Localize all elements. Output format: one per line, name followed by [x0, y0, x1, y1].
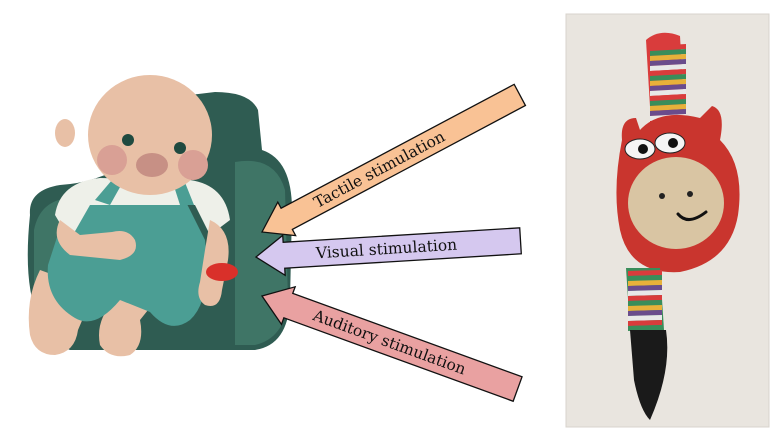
toy-head: [616, 106, 739, 272]
arrows-group: Tactile stimulation Visual stimulation A…: [253, 78, 529, 408]
auditory-arrow: Auditory stimulation: [255, 277, 524, 408]
strap-stripe: [628, 280, 662, 286]
strap-stripe: [628, 285, 662, 291]
strap-stripe: [628, 300, 662, 306]
strap-stripe: [628, 270, 662, 276]
strap-stripe: [628, 320, 662, 326]
strap-stripe: [628, 315, 662, 321]
auditory-arrow-label: Auditory stimulation: [310, 306, 469, 378]
visual-arrow: Visual stimulation: [255, 221, 522, 277]
baby-in-chair-illustration: [28, 75, 292, 356]
tactile-arrow: Tactile stimulation: [253, 78, 529, 249]
strap-stripe: [628, 290, 662, 296]
wrist-bracelet-icon: [206, 263, 238, 281]
strap-stripe: [628, 305, 662, 311]
baby-head: [55, 75, 212, 195]
strap-stripe: [628, 310, 662, 316]
strap-stripe: [628, 295, 662, 301]
tactile-arrow-label: Tactile stimulation: [311, 127, 448, 211]
striped-strap-bottom: [626, 268, 664, 331]
strap-stripe: [628, 275, 662, 281]
toy-photo: [566, 14, 769, 427]
